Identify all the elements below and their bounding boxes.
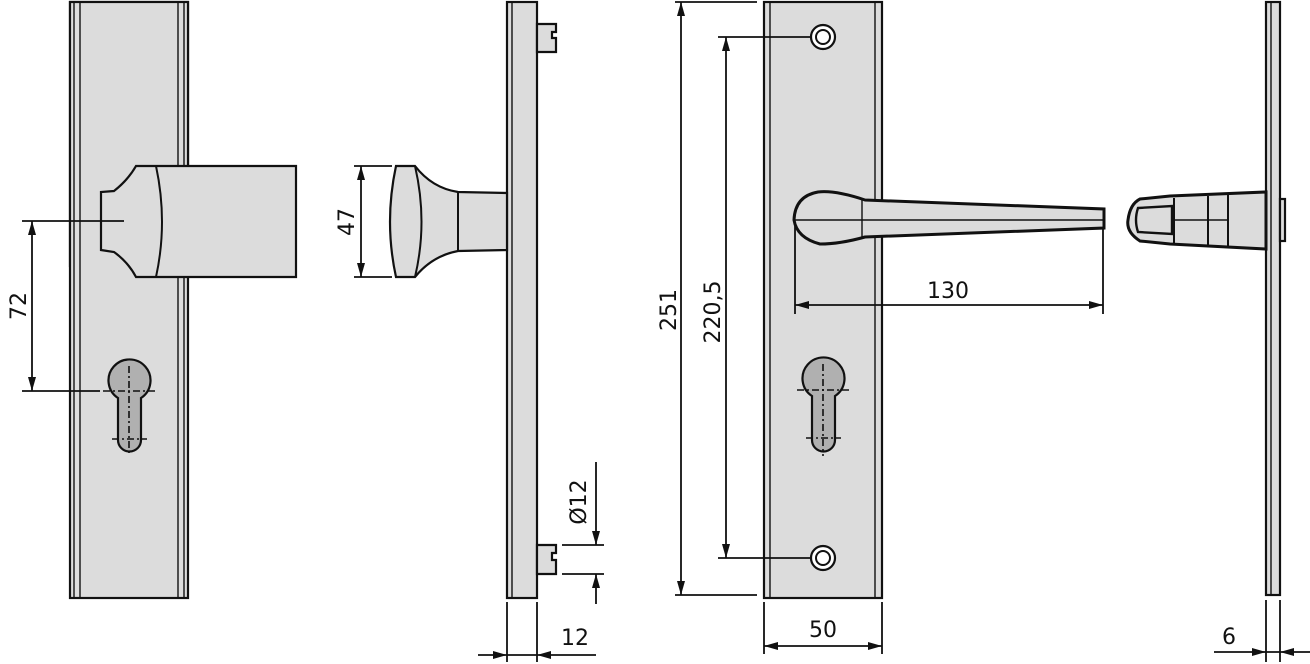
dim-72: 72 — [7, 292, 32, 320]
knob-shape — [99, 164, 298, 279]
dim-12: 12 — [561, 626, 589, 651]
knob-front-view: 72 — [7, 0, 298, 600]
fixing-hole-top — [809, 23, 837, 51]
dim-220-5: 220,5 — [701, 281, 726, 344]
fixing-pin-bottom — [535, 543, 558, 576]
lever-plate — [762, 0, 884, 600]
fixing-hole-bottom — [809, 544, 837, 572]
dim-50: 50 — [809, 618, 837, 643]
lever-side-view: 6 — [1126, 0, 1310, 662]
lever-side-pin — [1278, 197, 1287, 243]
knob-profile — [388, 164, 509, 279]
dim-pin-diameter: Ø12 — [567, 479, 592, 524]
lever-handle — [792, 190, 1106, 246]
lever-front-view: 251 220,5 130 50 — [657, 0, 1106, 654]
dim-251: 251 — [657, 289, 682, 331]
lever-side-plate — [1264, 0, 1282, 597]
fixing-pin-top — [535, 22, 558, 54]
dim-130: 130 — [927, 279, 969, 304]
dim-47: 47 — [335, 208, 360, 236]
cylinder-keyhole — [107, 358, 152, 453]
knob-plate-body — [68, 0, 190, 600]
knob-side-view: 47 Ø12 12 — [335, 0, 604, 662]
dim-6: 6 — [1222, 625, 1236, 650]
